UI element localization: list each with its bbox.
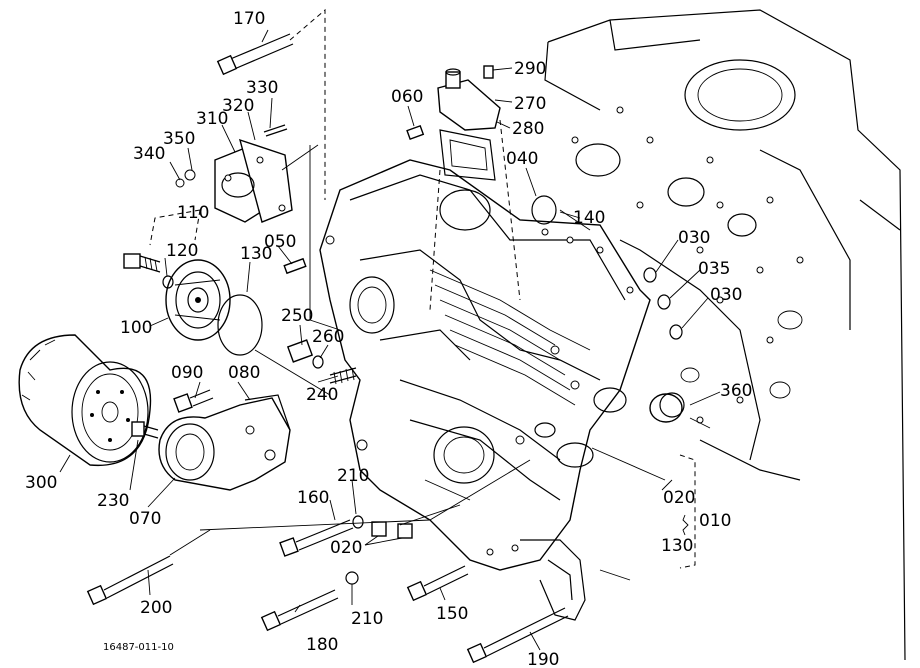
label-060: 060	[391, 87, 423, 107]
part-labels: 170 290 330 320 310 060 270 350 340 280 …	[25, 9, 752, 668]
label-070: 070	[129, 509, 161, 529]
label-010: 010	[699, 511, 731, 531]
label-310: 310	[196, 109, 228, 129]
label-190: 190	[527, 650, 559, 668]
label-020-center: 020	[330, 538, 362, 558]
label-035: 035	[698, 259, 730, 279]
label-260: 260	[312, 327, 344, 347]
label-080: 080	[228, 363, 260, 383]
label-360: 360	[720, 381, 752, 401]
label-030-top: 030	[678, 228, 710, 248]
label-280: 280	[512, 119, 544, 139]
label-350: 350	[163, 129, 195, 149]
label-040: 040	[506, 149, 538, 169]
label-150: 150	[436, 604, 468, 624]
label-230: 230	[97, 491, 129, 511]
label-210-top: 210	[337, 466, 369, 486]
label-330: 330	[246, 78, 278, 98]
label-300: 300	[25, 473, 57, 493]
figure-code: 16487-011-10	[103, 642, 174, 653]
gear-case-cover	[319, 129, 651, 621]
label-160: 160	[297, 488, 329, 508]
label-270: 270	[514, 94, 546, 114]
label-200: 200	[140, 598, 172, 618]
label-290: 290	[514, 59, 546, 79]
label-110: 110	[177, 203, 209, 223]
alternate-bracket	[682, 514, 689, 536]
oil-filter-cartridge	[18, 334, 152, 467]
alignment-lines	[149, 8, 711, 581]
leader-lines	[59, 29, 721, 651]
thermostat-housing	[214, 124, 293, 223]
label-180: 180	[306, 635, 338, 655]
label-030-bottom: 030	[710, 285, 742, 305]
label-140: 140	[573, 208, 605, 228]
fasteners	[86, 33, 685, 664]
label-170: 170	[233, 9, 265, 29]
o-ring-130	[217, 294, 263, 356]
engine-block	[544, 9, 906, 661]
water-flange	[437, 65, 501, 131]
label-210-bottom: 210	[351, 609, 383, 629]
label-240: 240	[306, 385, 338, 405]
label-320: 320	[222, 96, 254, 116]
label-250: 250	[281, 306, 313, 326]
label-130-top: 130	[240, 244, 272, 264]
oil-filter-bracket	[158, 394, 291, 491]
label-100: 100	[120, 318, 152, 338]
oil-pump-cover	[165, 259, 231, 341]
label-050: 050	[264, 232, 296, 252]
label-020-right: 020	[663, 488, 695, 508]
label-340: 340	[133, 144, 165, 164]
label-120: 120	[166, 241, 198, 261]
label-090: 090	[171, 363, 203, 383]
label-130-bottom: 130	[661, 536, 693, 556]
